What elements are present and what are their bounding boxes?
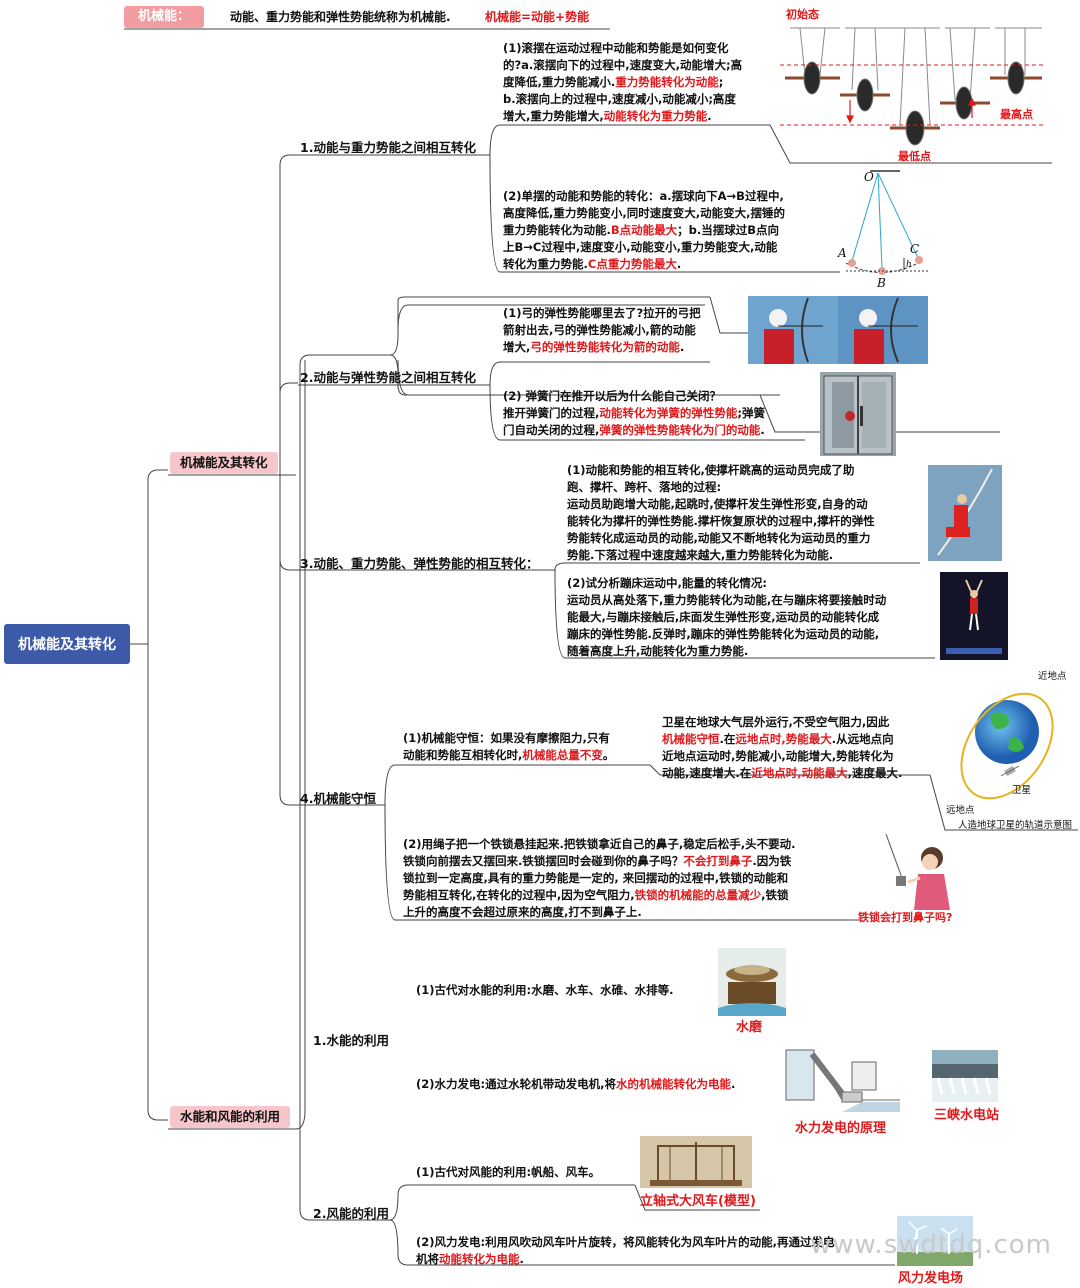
caption-satellite-orbit: 人造地球卫星的轨道示意图	[958, 820, 1073, 831]
mechanical-energy-formula: 机械能=动能+势能	[485, 10, 590, 24]
conservation-text: (1)机械能守恒：如果没有摩擦阻力,只有 动能和势能互相转化时,机械能总量不变。	[403, 731, 615, 762]
pole-vault-text: (1)动能和势能的相互转化,使撑杆跳高的运动员完成了助 跑、撑杆、跨杆、落地的过…	[567, 463, 875, 562]
pole-vault-photo	[928, 465, 1002, 561]
mechanical-energy-tag: 机械能：	[124, 6, 204, 28]
section-kinetic-gravitational-elastic: 3.动能、重力势能、弹性势能的相互转化：	[300, 556, 539, 571]
iron-lock-text: (2)用绳子把一个铁锁悬挂起来.把铁锁拿近自己的鼻子,稳定后松手,头不要动. 铁…	[403, 837, 796, 919]
ancient-water-text: (1)古代对水能的利用:水磨、水车、水碓、水排等.	[416, 983, 674, 997]
water-mill-photo	[718, 948, 786, 1016]
bow-text: (1)弓的弹性势能哪里去了?拉开的弓把 箭射出去,弓的弹性势能减小,箭的动能 增…	[503, 306, 701, 354]
trampoline-text: (2)试分析蹦床运动中,能量的转化情况: 运动员从高处落下,重力势能转化为动能,…	[567, 576, 887, 658]
trampoline-photo	[940, 572, 1008, 660]
watermark: www.swdtdq.com	[810, 1230, 1052, 1260]
mechanical-energy-definition: 动能、重力势能和弹性势能统称为机械能.	[230, 10, 451, 24]
iron-lock-illustration	[880, 832, 960, 912]
three-gorges-photo	[932, 1050, 998, 1102]
caption-initial-state: 初始态	[786, 8, 819, 21]
caption-highest-point: 最高点	[1000, 108, 1033, 121]
wind-power-text: (2)风力发电:利用风吹动风车叶片旋转，将风能转化为风车叶片的动能,再通过发电 …	[416, 1235, 835, 1266]
branch-water-wind-energy: 水能和风能的利用	[170, 1106, 291, 1128]
hydropower-text: (2)水力发电:通过水轮机带动发电机,将水的机械能转化为电能.	[416, 1077, 736, 1091]
label-o: O	[864, 170, 874, 184]
satellite-orbit-diagram	[945, 680, 1060, 810]
spring-door-text: (2) 弹簧门在推开以后为什么能自己关闭？ 推开弹簧门的过程,动能转化为弹簧的弹…	[503, 389, 765, 437]
root-node: 机械能及其转化	[4, 624, 130, 664]
label-apogee: 远地点	[946, 805, 975, 816]
label-h: h	[906, 260, 912, 270]
wind-farm-photo	[897, 1216, 973, 1266]
pendulum-text: (2)单摆的动能和势能的转化：a.摆球向下A→B过程中, 高度降低,重力势能变小…	[503, 189, 785, 271]
section-wind-energy: 2.风能的利用	[313, 1206, 389, 1221]
section-water-energy: 1.水能的利用	[313, 1033, 389, 1048]
maxwell-wheel-text: (1)滚摆在运动过程中动能和势能是如何变化 的?a.滚摆向下的过程中,速度变大,…	[503, 41, 743, 123]
pendulum-diagram	[840, 165, 935, 290]
ancient-wind-text: (1)古代对风能的利用:帆船、风车。	[416, 1165, 601, 1179]
caption-three-gorges: 三峡水电站	[934, 1108, 1000, 1123]
section-kinetic-gravitational: 1.动能与重力势能之间相互转化	[300, 140, 476, 155]
caption-hydropower-principle: 水力发电的原理	[795, 1121, 887, 1136]
label-perigee: 近地点	[1038, 671, 1067, 682]
spring-door-photo	[820, 372, 896, 456]
caption-windmill-model: 立轴式大风车(模型)	[640, 1194, 756, 1209]
satellite-text: 卫星在地球大气层外运行,不受空气阻力,因此 机械能守恒.在远地点时,势能最大.从…	[662, 715, 903, 780]
windmill-model-photo	[640, 1136, 752, 1188]
caption-lowest-point: 最低点	[898, 150, 931, 163]
archer-photo	[748, 296, 928, 364]
label-satellite: 卫星	[1012, 785, 1032, 796]
caption-water-mill: 水磨	[736, 1020, 763, 1035]
label-a: A	[838, 246, 847, 260]
label-c: C	[910, 242, 920, 256]
hydropower-principle-diagram	[782, 1040, 904, 1116]
maxwell-wheel-illustration	[780, 0, 1050, 162]
caption-iron-lock: 铁锁会打到鼻子吗?	[858, 911, 953, 924]
label-b: B	[877, 276, 886, 290]
section-kinetic-elastic: 2.动能与弹性势能之间相互转化	[300, 370, 476, 385]
branch-mechanical-energy: 机械能及其转化	[170, 452, 278, 474]
caption-wind-farm: 风力发电场	[898, 1271, 964, 1286]
section-conservation: 4.机械能守恒	[300, 791, 376, 806]
